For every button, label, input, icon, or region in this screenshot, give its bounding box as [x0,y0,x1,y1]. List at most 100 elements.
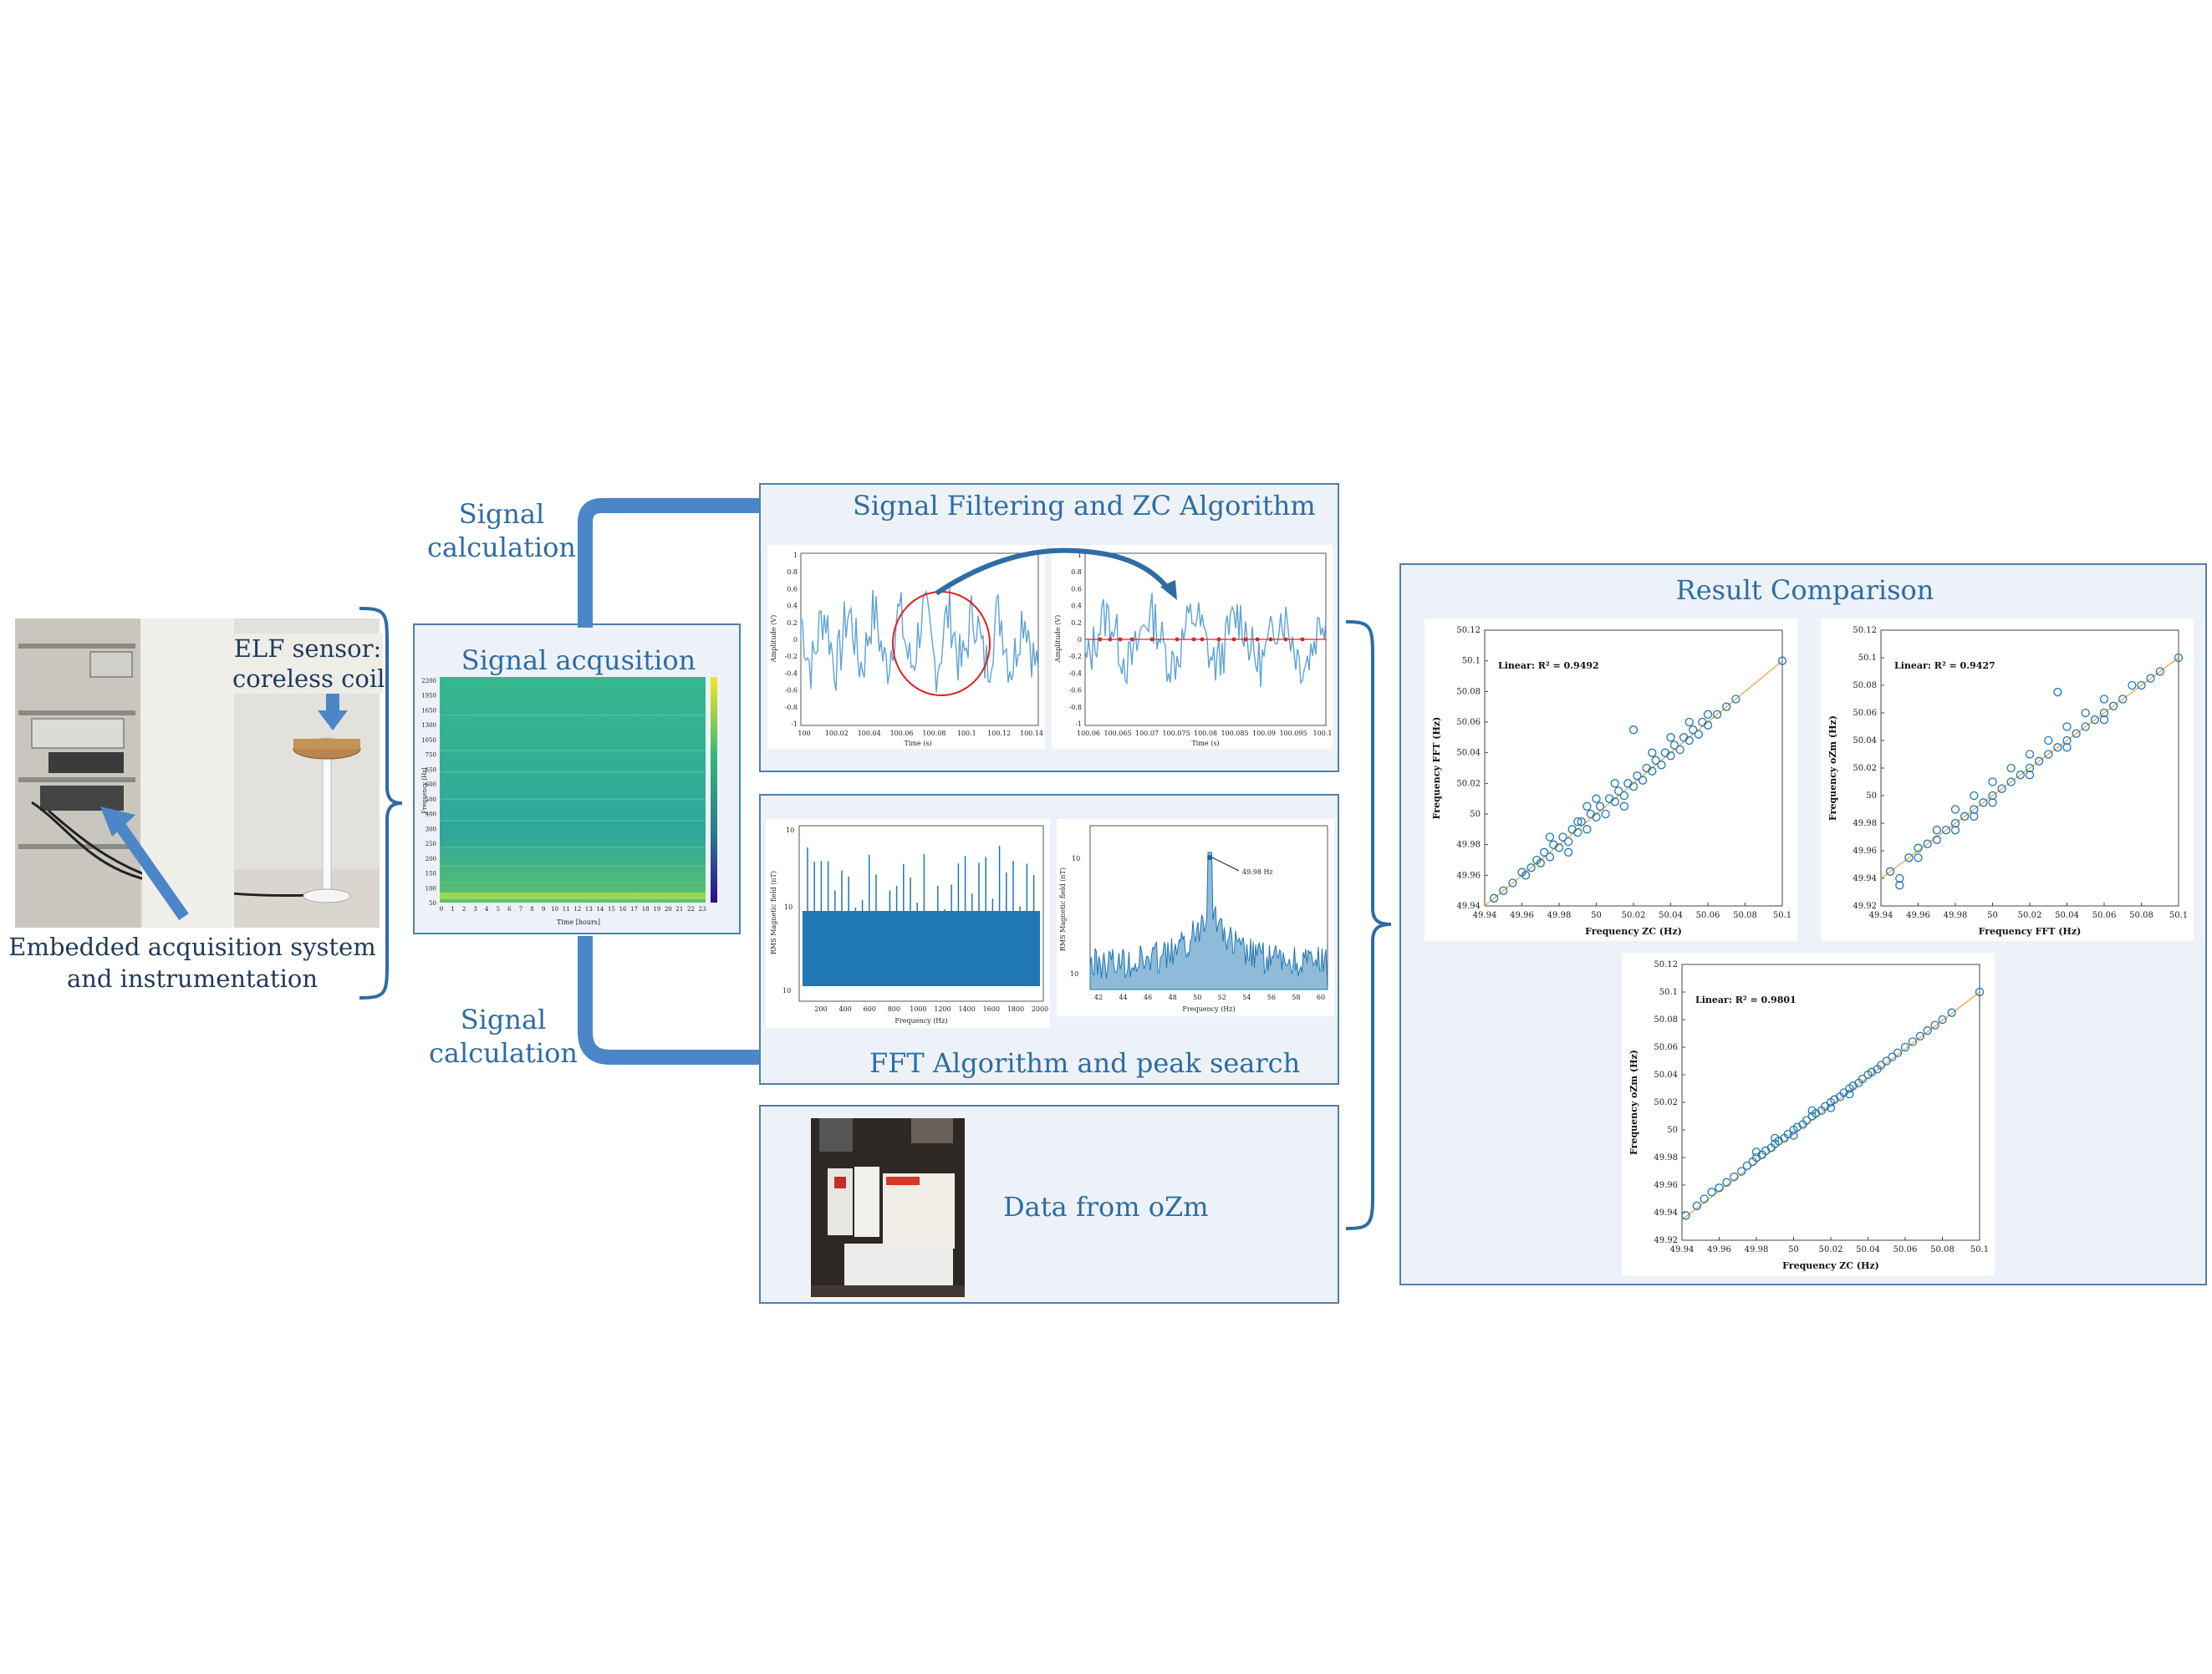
scatter-point [1489,893,1499,903]
scatter-point [1821,1102,1830,1112]
scatter-point [1947,1008,1956,1017]
scatter-point [1545,852,1555,862]
zc-left-xtick: 100.04 [858,730,881,737]
zc-right-xtick: 100.07 [1135,730,1159,737]
fft-left-xtick: 800 [888,1005,900,1013]
scatter-point [1997,784,2006,793]
scatter-point [1628,781,1639,791]
zc-left-xtick: 100.08 [922,730,945,737]
r2-annotation: Linear: R² = 0.9427 [1894,660,1995,671]
zc-right-xtick: 100.085 [1221,730,1248,737]
scatter-point [1792,1122,1802,1132]
scatter-point [2081,708,2090,718]
zc-left-xlabel: Time (s) [904,740,931,747]
scatter-point [2062,722,2072,731]
scatter-point [1722,1178,1731,1187]
spectrogram-xtick: 2 [462,906,466,913]
ozm-label: Data from oZm [1003,1191,1209,1223]
fft-left-xtick: 1000 [910,1005,926,1013]
scatter-point [2062,735,2072,745]
scatter-ytick: 50.1 [1462,657,1481,666]
scatter-point [2155,667,2164,676]
fft-left-xtick: 1200 [934,1005,951,1013]
scatter-ytick: 50.08 [1654,1015,1678,1025]
scatter-point [1751,1152,1761,1163]
scatter-point [1932,826,1941,835]
sensor-label-line1: ELF sensor: [233,634,382,663]
spectrogram-ytick: 400 [426,812,436,818]
spectrogram-ytick: 300 [426,826,436,832]
scatter-point [1950,818,1960,828]
acquisition-title: Signal acqusition [461,644,696,676]
zc-crossing-point [1216,637,1221,642]
zc-right-xtick: 100.075 [1162,730,1190,737]
zc-crossing-point [1175,637,1180,642]
scatter-xtick: 49.98 [1944,911,1968,920]
scatter-ytick: 50.02 [1853,764,1877,773]
fft-left-xtick: 400 [838,1005,851,1013]
svg-text:10: 10 [784,903,793,911]
zc-left-ytick: -0.8 [785,704,798,711]
scatter-point [1526,863,1536,873]
zc-right-ytick: 0.4 [1071,603,1082,610]
spectrogram-ytick: 600 [426,781,436,788]
fft-right-xtick: 58 [1292,994,1300,1001]
scatter-point [2053,743,2062,752]
zc-right-ytick: 0.6 [1071,585,1082,593]
scatter-point [1648,766,1657,776]
scatter-point [2025,763,2035,773]
fft-right-xtick: 48 [1169,994,1177,1001]
scatter-point [1628,725,1639,735]
zc-left-ytick: 0.4 [787,603,798,610]
zc-crossing-point [1129,637,1134,642]
zc-crossing-point [1231,637,1236,642]
scatter-xtick: 49.98 [1547,911,1572,920]
zc-right-ylabel: Amplitude (V) [1054,615,1062,663]
top-calc-label: Signal calculation [418,497,585,564]
scatter-point [1684,735,1694,745]
scatter-point [2034,756,2044,766]
zc-left-ytick: -0.6 [785,687,798,695]
scatter-point [1932,835,1941,844]
scatter-point [1563,837,1573,847]
scatter-xtick: 50.04 [1856,1245,1880,1254]
spectrogram-xtick: 12 [573,906,581,913]
zc-crossing-point [1149,637,1154,642]
scatter-point [1938,1015,1947,1025]
zc-left-ytick: 1 [793,552,798,559]
scatter-ytick: 49.98 [1456,841,1481,850]
fft-right-xtick: 56 [1267,994,1276,1001]
spectrogram-xtick: 0 [440,906,443,913]
fft-left-xtick: 600 [864,1005,876,1013]
scatter-point [1970,805,1979,814]
scatter-point [1979,798,1988,807]
fft-left-xlabel: Frequency (Hz) [894,1017,947,1025]
scatter-point [1914,843,1923,852]
scatter-point [1845,1089,1854,1099]
spectrogram-xtick: 9 [542,906,545,913]
scatter-ytick: 49.96 [1853,847,1877,856]
scatter-ytick: 50.12 [1456,626,1481,635]
scatter-point [1970,812,1979,821]
scatter-point [1563,847,1573,857]
zc-right-ytick: -0.4 [1069,669,1082,677]
zc-curved-arrow [935,547,1177,600]
scatter-point [1675,745,1684,755]
spectrogram-xtick: 11 [563,906,570,913]
peak-label: 49.98 Hz [1242,868,1273,876]
scatter-xtick: 50 [1788,1245,1799,1254]
scatter-point [2062,743,2072,752]
system-arrow [100,806,189,921]
zc-left-xtick: 100.06 [890,730,914,737]
scatter-point [1858,1074,1867,1084]
zc-right-ytick: -0.2 [1069,653,1082,660]
zc-crossing-point [1283,637,1288,642]
fft-right-xtick: 44 [1119,994,1127,1001]
scatter-point [1638,776,1648,785]
scatter-xtick: 50.1 [1773,911,1792,920]
svg-text:10: 10 [1070,970,1078,978]
spectrogram-xtick: 20 [665,906,672,913]
scatter-point [1666,733,1675,742]
spectrogram-xtick: 16 [619,906,627,913]
